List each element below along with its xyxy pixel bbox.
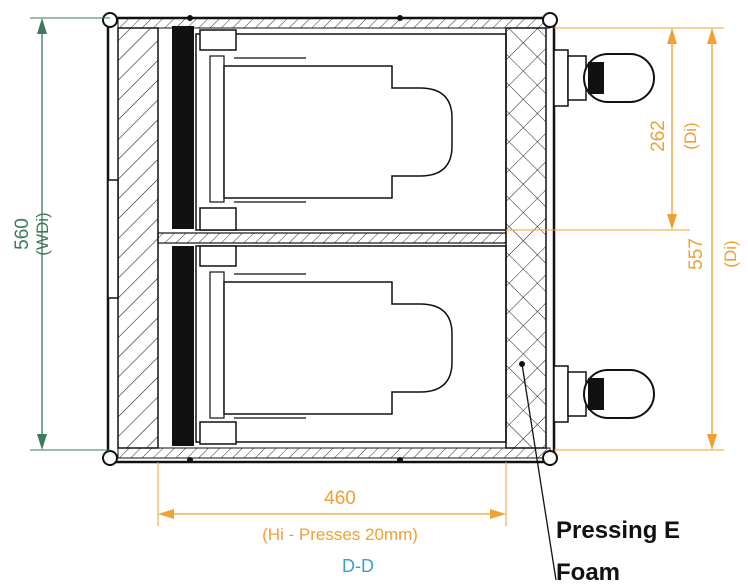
dimension-depth-total: 557 (Di): [554, 27, 740, 451]
castor-bottom: [553, 365, 655, 423]
dimension-depth-top: 262 (Di): [506, 27, 700, 231]
middle-divider: [157, 232, 507, 244]
depth-total-value: 557: [686, 238, 707, 270]
pressing-foam: [505, 27, 547, 449]
width-note: (WDi): [33, 212, 52, 255]
castor-top: [553, 49, 655, 107]
height-value: 460: [324, 488, 356, 509]
callout-line-2: Foam: [556, 559, 620, 585]
depth-total-note: (Di): [721, 240, 740, 267]
height-note: (Hi - Presses 20mm): [262, 525, 418, 544]
dimension-height: 460 (Hi - Presses 20mm): [157, 462, 507, 544]
case-body: [102, 12, 558, 466]
dimension-width: 560 (WDi): [12, 17, 110, 451]
depth-top-note: (Di): [681, 122, 700, 149]
device-upper: [172, 26, 507, 231]
depth-top-value: 262: [648, 120, 669, 152]
section-label: D-D: [342, 556, 374, 576]
callout-line-1: Pressing E: [556, 517, 680, 544]
width-value: 560: [12, 218, 33, 250]
device-lower: [172, 245, 507, 446]
callout-foam: Pressing E Foam: [521, 363, 680, 585]
